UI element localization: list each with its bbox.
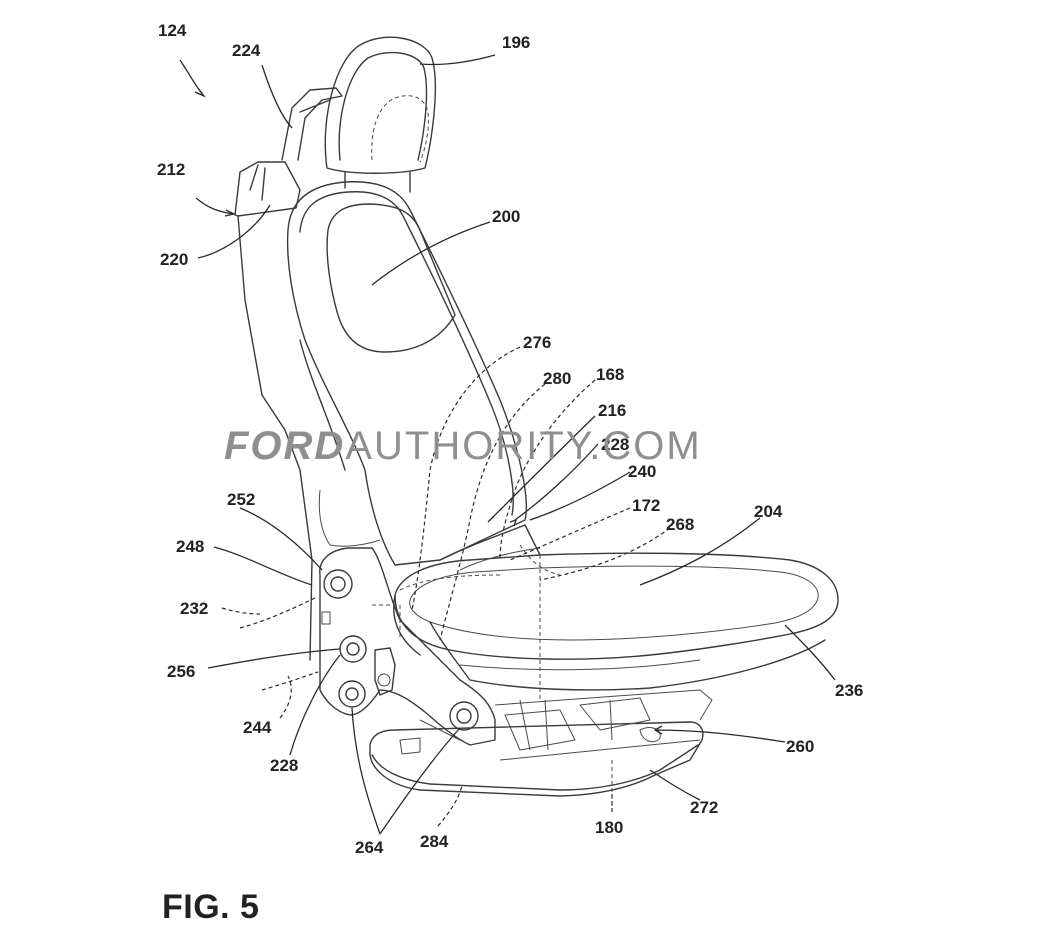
headrest	[325, 37, 435, 192]
label-272: 272	[690, 798, 718, 817]
label-200: 200	[492, 207, 520, 226]
label-256: 256	[167, 662, 195, 681]
seatback-cushion	[288, 182, 527, 565]
label-280: 280	[543, 369, 571, 388]
label-196: 196	[502, 33, 530, 52]
seat-base	[370, 690, 712, 796]
side-bracket	[282, 88, 342, 160]
label-264: 264	[355, 838, 384, 857]
label-168: 168	[596, 365, 624, 384]
label-216: 216	[598, 401, 626, 420]
seatback-frame	[235, 162, 312, 660]
watermark: FORDAUTHORITY.COM	[224, 424, 702, 469]
label-268: 268	[666, 515, 694, 534]
label-244: 244	[243, 718, 272, 737]
label-228-lower: 228	[270, 756, 298, 775]
label-220: 220	[160, 250, 188, 269]
label-124: 124	[158, 21, 187, 40]
label-260: 260	[786, 737, 814, 756]
label-172: 172	[632, 496, 660, 515]
watermark-site: AUTHORITY.COM	[345, 424, 701, 468]
label-248: 248	[176, 537, 204, 556]
label-212: 212	[157, 160, 185, 179]
figure-title: FIG. 5	[162, 888, 259, 927]
hidden-lines	[400, 545, 612, 810]
label-180: 180	[595, 818, 623, 837]
label-204: 204	[754, 502, 783, 521]
label-224: 224	[232, 41, 261, 60]
label-284: 284	[420, 832, 449, 851]
label-276: 276	[523, 333, 551, 352]
label-232: 232	[180, 599, 208, 618]
label-236: 236	[835, 681, 863, 700]
watermark-brand: FORD	[224, 424, 345, 468]
label-252: 252	[227, 490, 255, 509]
